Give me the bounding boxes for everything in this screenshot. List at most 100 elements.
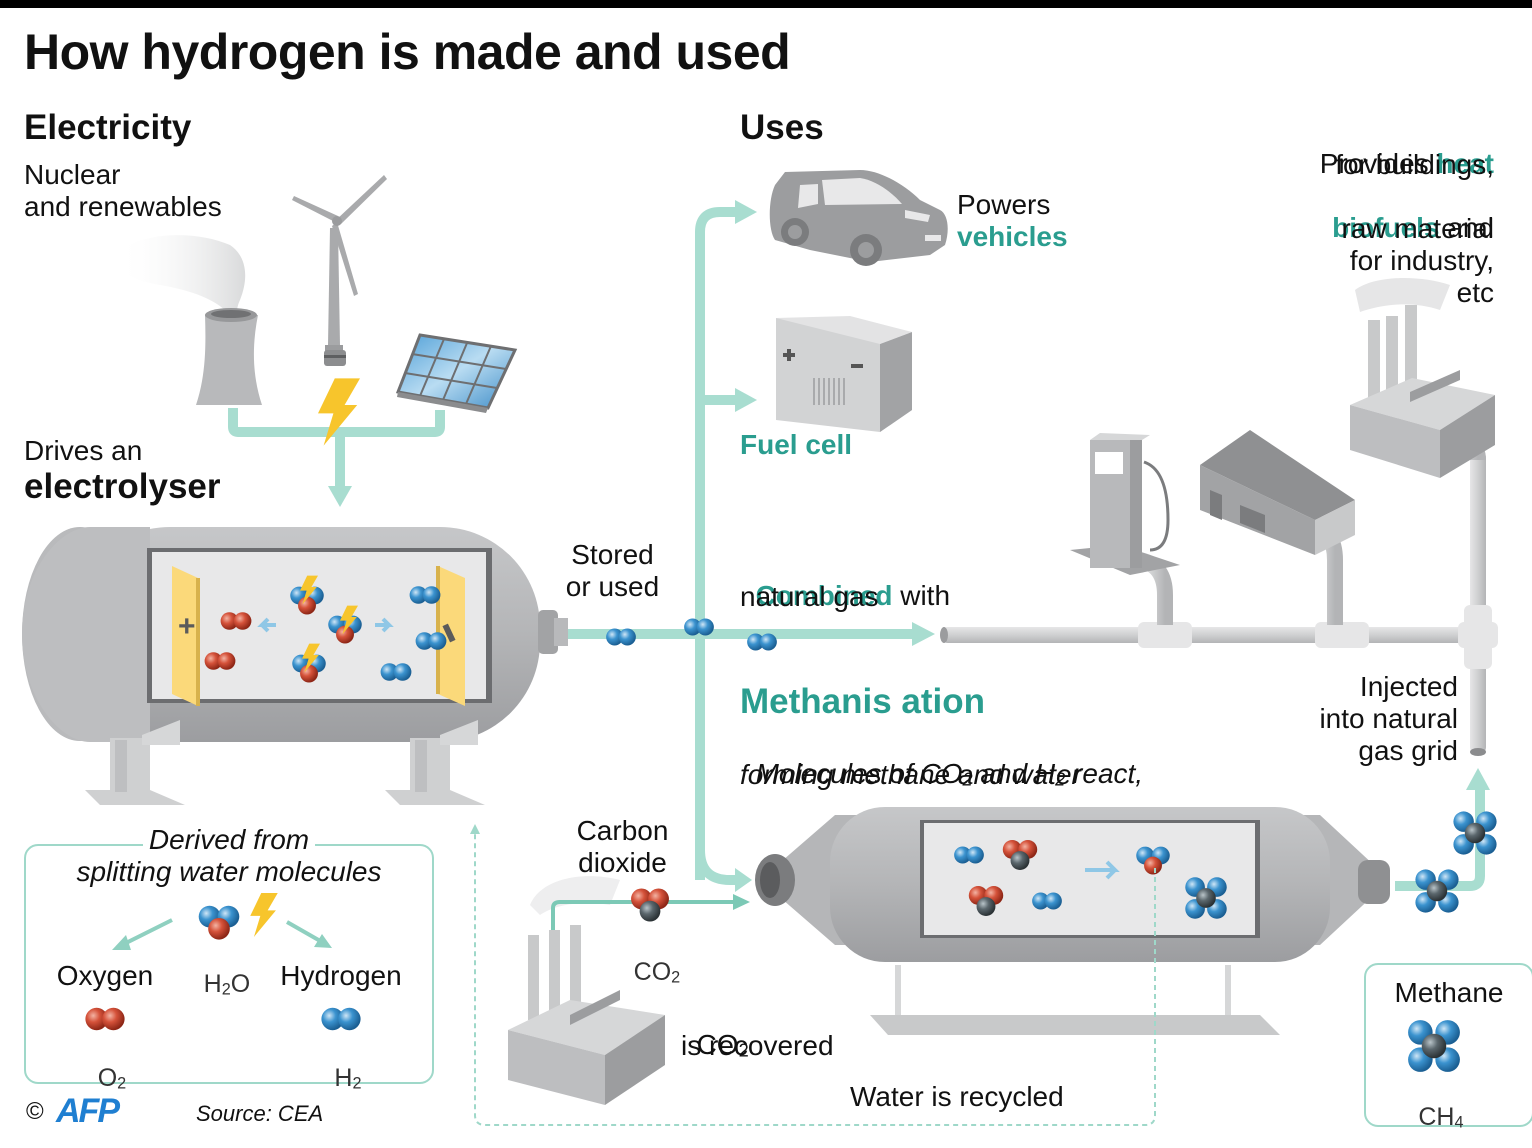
arrow-to-oxygen-head bbox=[112, 935, 131, 950]
combined-label-line1: Combined with bbox=[740, 549, 950, 612]
methane-legend-label: Methane bbox=[1394, 977, 1504, 1008]
desc-sub: 2 bbox=[1055, 770, 1066, 791]
arrow-to-hydrogen bbox=[286, 920, 323, 944]
uses-heading: Uses bbox=[740, 108, 824, 147]
formula-sub: 2 bbox=[738, 1041, 749, 1062]
nuclear-smoke bbox=[117, 235, 246, 319]
source-credit: Source: CEA bbox=[196, 1101, 324, 1126]
vehicles-prefix: Powers bbox=[957, 189, 1051, 220]
legend-title-text: Derived from bbox=[142, 824, 316, 855]
formula-text: H bbox=[203, 970, 222, 998]
afp-logo: AFP bbox=[56, 1092, 120, 1130]
copyright-symbol: © bbox=[26, 1098, 44, 1125]
vehicles-highlight: vehicles bbox=[957, 221, 1068, 252]
co2-molecule bbox=[631, 888, 669, 922]
co2-flow-line bbox=[551, 900, 735, 930]
desc-part: Molecules of CO bbox=[755, 758, 963, 790]
formula-sub: 2 bbox=[221, 980, 231, 999]
methanation-reactor bbox=[755, 807, 1390, 1035]
arrow-to-hydrogen-head bbox=[314, 934, 332, 948]
electricity-subtitle-line2: and renewables bbox=[24, 191, 222, 222]
co2-recovered-line2: is recovered bbox=[681, 1030, 834, 1061]
desc-part: react, bbox=[1065, 758, 1144, 790]
formula-sub: 4 bbox=[1454, 1113, 1464, 1132]
injected-line1: Injected bbox=[1359, 671, 1458, 702]
legend-title-line1: Derived from bbox=[24, 824, 434, 855]
combined-highlight: Combined bbox=[755, 580, 893, 612]
o2-formula: O2 bbox=[65, 1036, 145, 1093]
heat-line5: for industry, bbox=[1349, 245, 1494, 276]
heat-line1: Provides heat bbox=[1240, 117, 1494, 180]
arrow-to-fuel-cell bbox=[735, 388, 757, 412]
biofuels-rest: and bbox=[1439, 212, 1494, 244]
biofuels-highlight: biofuels bbox=[1332, 212, 1440, 244]
formula-text: O bbox=[230, 970, 251, 998]
electricity-subtitle-line1: Nuclear bbox=[24, 159, 121, 190]
injected-line3: gas grid bbox=[1358, 735, 1458, 766]
combined-rest: with bbox=[892, 580, 951, 612]
fuel-cell-label: Fuel cell bbox=[740, 429, 853, 460]
oxygen-label: Oxygen bbox=[56, 960, 154, 991]
legend-title-line2: splitting water molecules bbox=[76, 856, 382, 887]
water-recycle-arrow-head bbox=[470, 824, 480, 834]
hydrogen-label: Hydrogen bbox=[280, 960, 402, 991]
top-bar bbox=[0, 0, 1532, 8]
electricity-flow-arrow bbox=[228, 408, 445, 488]
electrolyser-heading: electrolyser bbox=[24, 467, 221, 506]
formula-text: CH bbox=[1418, 1103, 1455, 1131]
house-icon bbox=[1200, 430, 1355, 555]
anode-plate: + bbox=[172, 566, 200, 706]
methanisation-heading: Methanis ation bbox=[740, 682, 986, 721]
electricity-heading: Electricity bbox=[24, 108, 192, 147]
cathode-plate bbox=[436, 566, 465, 706]
formula-text: H bbox=[334, 1064, 353, 1092]
heat-line4: raw material bbox=[1341, 213, 1494, 244]
heat-highlight: heat bbox=[1436, 148, 1494, 180]
methane-flow-line bbox=[1395, 790, 1485, 891]
arrow-to-oxygen bbox=[121, 918, 173, 947]
co2-arrow-head bbox=[733, 894, 750, 910]
reaction-arrow bbox=[1085, 860, 1120, 880]
fuel-cell-icon bbox=[776, 316, 912, 432]
formula-sub: 2 bbox=[671, 968, 681, 987]
formula-sub: 2 bbox=[352, 1074, 362, 1093]
fuel-pump-icon bbox=[1070, 433, 1180, 575]
heat-line2: for buildings, bbox=[1335, 149, 1494, 180]
heat-line6: etc bbox=[1456, 277, 1494, 308]
anode-plus-sign: + bbox=[178, 610, 196, 643]
arrow-to-gas-grid bbox=[912, 622, 935, 646]
co2-recovered-line1: CO2 bbox=[681, 998, 749, 1061]
ch4-formula: CH4 bbox=[1394, 1075, 1474, 1132]
h2-formula: H2 bbox=[301, 1036, 381, 1093]
h2o-formula: H2O bbox=[180, 942, 260, 999]
heat-line3: biofuels and bbox=[1240, 181, 1494, 244]
carbon-dioxide-line1: Carbon bbox=[576, 815, 669, 846]
formula-text: CO bbox=[696, 1029, 739, 1061]
methane-legend-box bbox=[1364, 963, 1532, 1127]
arrow-to-methanation bbox=[735, 868, 752, 892]
cathode-minus-sign bbox=[442, 623, 456, 643]
nuclear-cooling-tower-icon bbox=[196, 308, 262, 405]
electrolyser-intro: Drives an bbox=[24, 435, 143, 466]
van-icon bbox=[769, 170, 948, 266]
methanisation-desc-line1: Molecules of CO2 and H2 react, bbox=[740, 727, 1144, 791]
formula-sub: 2 bbox=[117, 1074, 127, 1093]
heat-prefix: Provides bbox=[1319, 148, 1437, 180]
injected-line2: into natural bbox=[1319, 703, 1458, 734]
wind-turbine-icon bbox=[292, 175, 387, 366]
co2-formula: CO2 bbox=[610, 930, 690, 987]
reaction-arrow-right bbox=[375, 617, 394, 633]
stored-label-line1: Stored bbox=[571, 539, 654, 570]
page-title: How hydrogen is made and used bbox=[24, 24, 791, 80]
reaction-arrow-left bbox=[257, 617, 276, 633]
methanisation-desc-line2: forming methane and water bbox=[740, 759, 1081, 790]
carbon-dioxide-line2: dioxide bbox=[578, 847, 667, 878]
arrow-to-vehicles bbox=[735, 200, 757, 224]
solar-panel-icon bbox=[395, 333, 518, 413]
electricity-arrow-head bbox=[328, 486, 352, 507]
stored-label-line2: or used bbox=[565, 571, 660, 602]
water-recycled-label: Water is recycled bbox=[850, 1081, 1064, 1112]
industry-factory-icon bbox=[1350, 278, 1495, 478]
desc-part: and H bbox=[972, 758, 1056, 790]
